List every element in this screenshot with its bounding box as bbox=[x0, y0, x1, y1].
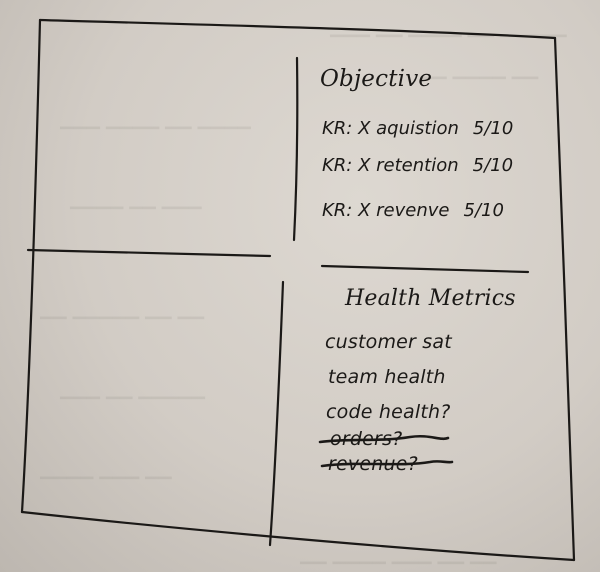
kr-row: KR: X revenve 5/10 bbox=[322, 200, 504, 221]
left-horizontal-divider bbox=[26, 248, 272, 258]
frame-bottom-edge bbox=[20, 510, 576, 562]
health-metric-item: team health bbox=[328, 366, 446, 388]
frame-top-edge bbox=[38, 18, 557, 40]
health-metric-item-struck: orders? bbox=[330, 428, 403, 450]
upper-vertical-divider bbox=[292, 56, 299, 242]
health-metric-item: code health? bbox=[326, 401, 451, 423]
kr-row: KR: X aquistion 5/10 bbox=[322, 118, 513, 139]
health-metric-item: customer sat bbox=[325, 331, 452, 353]
kr-score: 5/10 bbox=[472, 118, 514, 139]
kr-label: KR: X retention bbox=[322, 155, 459, 176]
health-metrics-title: Health Metrics bbox=[345, 286, 516, 311]
strike-revenue bbox=[320, 459, 454, 468]
strike-orders bbox=[318, 435, 450, 444]
kr-label: KR: X aquistion bbox=[322, 118, 459, 139]
kr-score: 5/10 bbox=[463, 200, 504, 221]
lower-vertical-divider bbox=[268, 280, 285, 547]
health-metric-item-struck: revenue? bbox=[328, 453, 418, 475]
kr-score: 5/10 bbox=[472, 155, 514, 176]
frame-left-edge bbox=[20, 18, 42, 514]
kr-label: KR: X revenve bbox=[322, 200, 450, 221]
frame-right-edge bbox=[553, 36, 576, 562]
right-horizontal-divider bbox=[320, 264, 530, 274]
kr-row: KR: X retention 5/10 bbox=[322, 155, 513, 176]
objective-title: Objective bbox=[320, 66, 433, 92]
